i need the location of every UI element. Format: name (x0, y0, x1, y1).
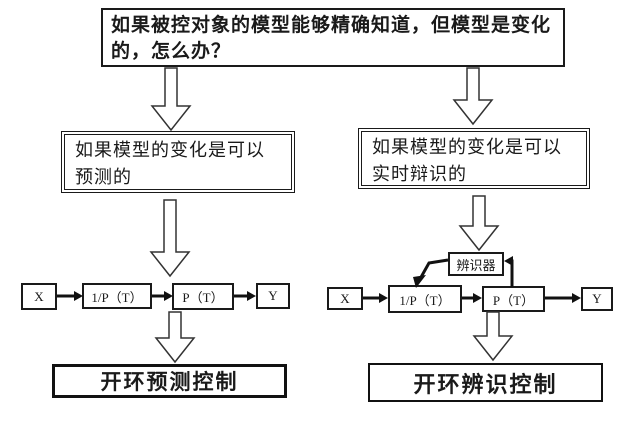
right-condition-box: 如果模型的变化是可以实时辩识的 (358, 128, 590, 189)
left-flow-plant-box: P（T） (172, 283, 234, 310)
left-condition-box: 如果模型的变化是可以预测的 (61, 131, 295, 193)
down-arrow-icon (154, 311, 196, 364)
down-arrow-icon (149, 199, 191, 278)
left-result-box: 开环预测控制 (52, 364, 287, 398)
identifier-to-inverse-model-feedback (413, 258, 449, 288)
plant-to-identifier-feedback (504, 256, 514, 287)
top-question-box: 如果被控对象的模型能够精确知道，但模型是变化的，怎么办？ (101, 8, 565, 67)
down-arrow-icon (150, 67, 192, 132)
right-flow-input-box: X (327, 287, 363, 310)
identifier-box: 辨识器 (448, 252, 504, 276)
left-flow-inverse-model-box: 1/P（T） (82, 283, 152, 309)
left-flow-input-box: X (21, 283, 57, 310)
right-flow-output-box: Y (581, 287, 613, 311)
right-flow-plant-box: P（T） (482, 286, 545, 312)
right-result-box: 开环辨识控制 (368, 363, 603, 402)
left-flow-output-box: Y (256, 283, 290, 309)
down-arrow-icon (458, 195, 500, 252)
right-flow-inverse-model-box: 1/P（T） (388, 285, 462, 313)
down-arrow-icon (472, 311, 514, 362)
down-arrow-icon (452, 67, 494, 126)
